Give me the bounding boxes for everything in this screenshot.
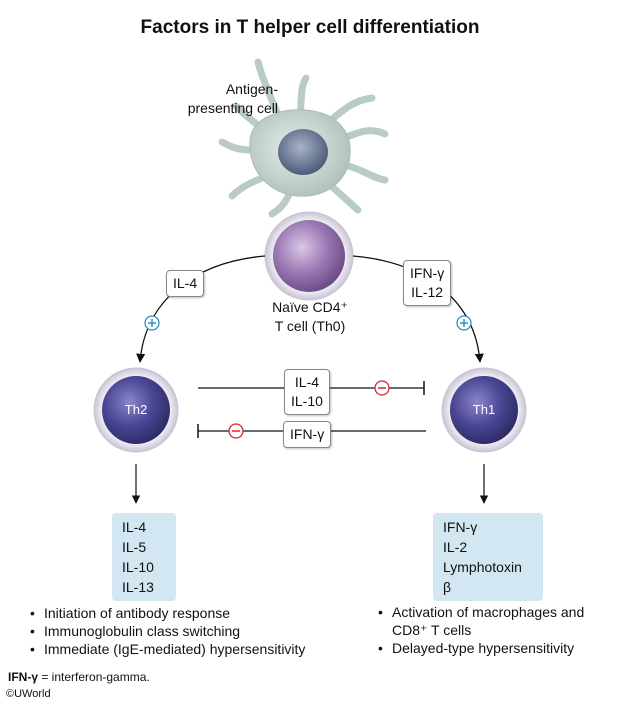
th2-cytokine: IL-4 — [122, 519, 147, 535]
naive-label-line: T cell (Th0) — [274, 318, 346, 334]
th2-cytokine-box: IL-4 IL-5 IL-10 IL-13 — [112, 513, 176, 601]
naive-label-line: Naïve CD4⁺ — [272, 299, 348, 315]
apc-label-line: Antigen- — [225, 81, 278, 97]
th1-input-cytokine: IL-12 — [411, 284, 444, 300]
th2-cell-name: Th2 — [124, 402, 148, 417]
plus-icon — [456, 315, 472, 331]
plus-icon — [144, 315, 160, 331]
footnote-definition: = interferon-gamma. — [38, 670, 150, 684]
th2-function-list: Initiation of antibody response Immunogl… — [30, 604, 350, 658]
th1-function-item: Activation of macrophages and CD8⁺ T cel… — [378, 603, 600, 639]
th2-input-box: IL-4 — [166, 270, 205, 297]
th1-input-box: IFN-γ IL-12 — [403, 260, 452, 306]
th2-function-item: Immunoglobulin class switching — [30, 622, 350, 640]
th2-to-th1-inhibitor-box: IL-4 IL-10 — [284, 369, 330, 415]
apc-label: Antigen- presenting cell — [178, 80, 278, 118]
naive-t-cell — [264, 211, 354, 301]
th1-cytokine: IFN-γ — [443, 519, 478, 535]
th1-cytokine: IL-2 — [443, 539, 468, 555]
th1-function-list: Activation of macrophages and CD8⁺ T cel… — [378, 603, 600, 657]
naive-cell-label: Naïve CD4⁺ T cell (Th0) — [255, 298, 365, 336]
th2-cytokine: IL-5 — [122, 539, 147, 555]
th1-to-th2-inhibitor-box: IFN-γ — [283, 421, 332, 448]
th2-function-item: Initiation of antibody response — [30, 604, 350, 622]
copyright: ©UWorld — [6, 688, 51, 700]
th2-cell — [93, 367, 179, 453]
th1-function-item: Delayed-type hypersensitivity — [378, 639, 600, 657]
th2-cytokine: IL-13 — [122, 579, 154, 595]
th2-cytokine: IL-10 — [122, 559, 154, 575]
inhibitor-cytokine: IFN-γ — [290, 426, 325, 442]
antigen-presenting-cell — [218, 58, 389, 218]
th1-input-cytokine: IFN-γ — [410, 265, 445, 281]
page-title: Factors in T helper cell differentiation — [140, 17, 480, 38]
inhibitor-cytokine: IL-10 — [291, 393, 323, 409]
th2-input-cytokine: IL-4 — [173, 275, 198, 291]
footnote: IFN-γ = interferon-gamma. — [8, 670, 150, 684]
th1-cytokine-box: IFN-γ IL-2 Lymphotoxin β — [433, 513, 543, 601]
th1-cell — [441, 367, 527, 453]
th1-cell-name: Th1 — [472, 402, 496, 417]
apc-label-line: presenting cell — [187, 100, 278, 116]
footnote-term: IFN-γ — [8, 670, 38, 684]
th2-function-item: Immediate (IgE-mediated) hypersensitivit… — [30, 640, 350, 658]
th1-cytokine: Lymphotoxin β — [443, 559, 522, 595]
inhibitor-cytokine: IL-4 — [294, 374, 320, 390]
